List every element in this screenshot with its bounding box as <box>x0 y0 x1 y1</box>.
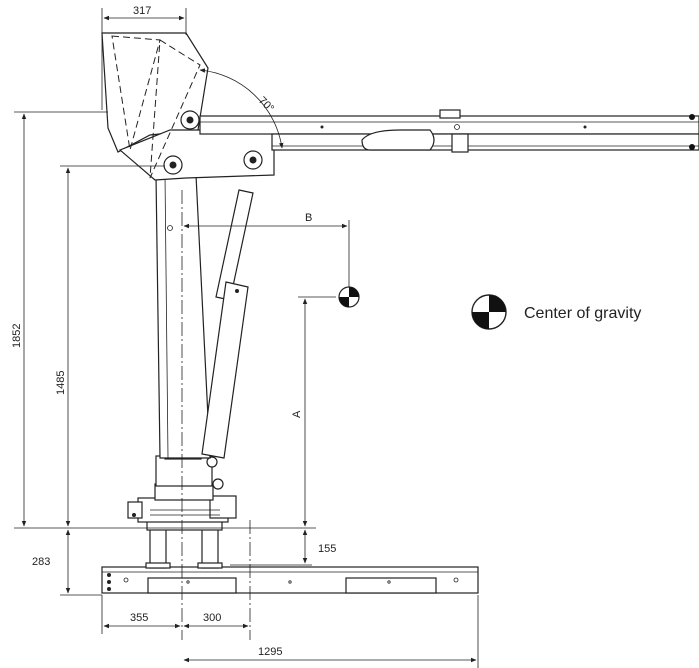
dim-top-width: 317 <box>101 5 187 110</box>
legend-label: Center of gravity <box>524 305 641 322</box>
dim-height-pivot-label: 1485 <box>55 371 67 395</box>
slewing-unit <box>127 446 237 523</box>
dim-base-mid: 300 <box>183 612 249 629</box>
base-frame <box>101 566 479 594</box>
dim-base-height: 283 <box>32 529 102 596</box>
dim-offset-155-label: 155 <box>318 543 336 555</box>
dim-offset-155: 155 <box>230 529 336 566</box>
dim-b-label: B <box>305 212 312 224</box>
legend: Center of gravity <box>471 294 641 330</box>
dim-a-label: A <box>291 410 303 418</box>
dim-base-mid-label: 300 <box>203 612 221 624</box>
dim-base-left: 355 <box>101 595 181 634</box>
dim-height-pivot: 1485 <box>55 165 165 527</box>
dim-base-left-label: 355 <box>130 612 148 624</box>
dim-base-length-label: 1295 <box>258 646 282 658</box>
pedestal <box>145 519 223 569</box>
dim-top-width-label: 317 <box>133 5 151 17</box>
boom-head <box>101 32 275 181</box>
dim-height-total-label: 1852 <box>11 324 23 348</box>
dim-height-total: 1852 <box>11 111 108 527</box>
dim-boom-angle-label: 70° <box>256 95 276 115</box>
jib-arm <box>199 109 699 153</box>
dim-a: A <box>291 298 308 527</box>
dim-base-height-label: 283 <box>32 556 50 568</box>
cog-marker <box>298 286 360 308</box>
dim-b: B <box>183 212 350 290</box>
center-of-gravity-icon <box>471 294 507 330</box>
hydraulic-cylinder <box>201 189 254 459</box>
mast <box>155 174 211 459</box>
dim-base-length: 1295 <box>183 595 479 668</box>
